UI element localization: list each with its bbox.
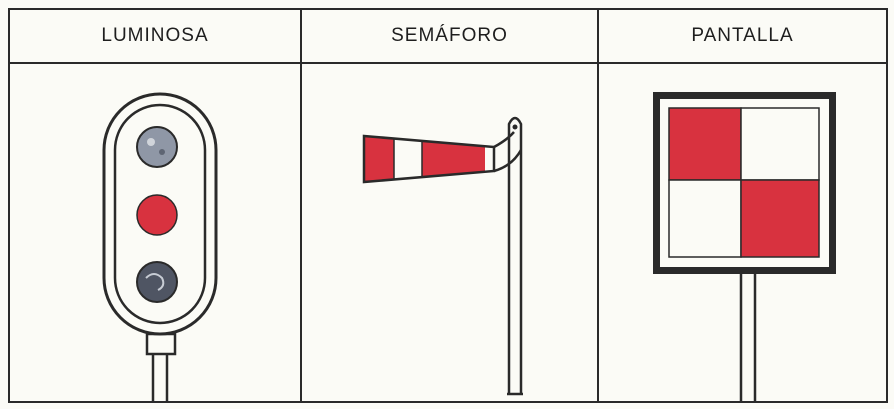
header-pantalla: PANTALLA — [599, 10, 886, 64]
middle-red-lamp — [136, 194, 178, 236]
cell-pantalla — [599, 64, 886, 401]
cell-luminosa — [10, 64, 302, 401]
cell-semaforo — [302, 64, 599, 401]
header-semaforo: SEMÁFORO — [302, 10, 599, 64]
semaphore-arm-icon — [362, 116, 523, 396]
checkered-board-icon — [653, 92, 836, 401]
bottom-lamp — [136, 261, 178, 303]
signal-light-icon — [102, 92, 218, 401]
bottom-right-red-square — [740, 179, 820, 258]
top-lamp — [136, 126, 178, 168]
header-luminosa: LUMINOSA — [10, 10, 302, 64]
top-left-red-square — [668, 107, 742, 181]
signal-types-table: LUMINOSA SEMÁFORO PANTALLA — [8, 8, 888, 403]
